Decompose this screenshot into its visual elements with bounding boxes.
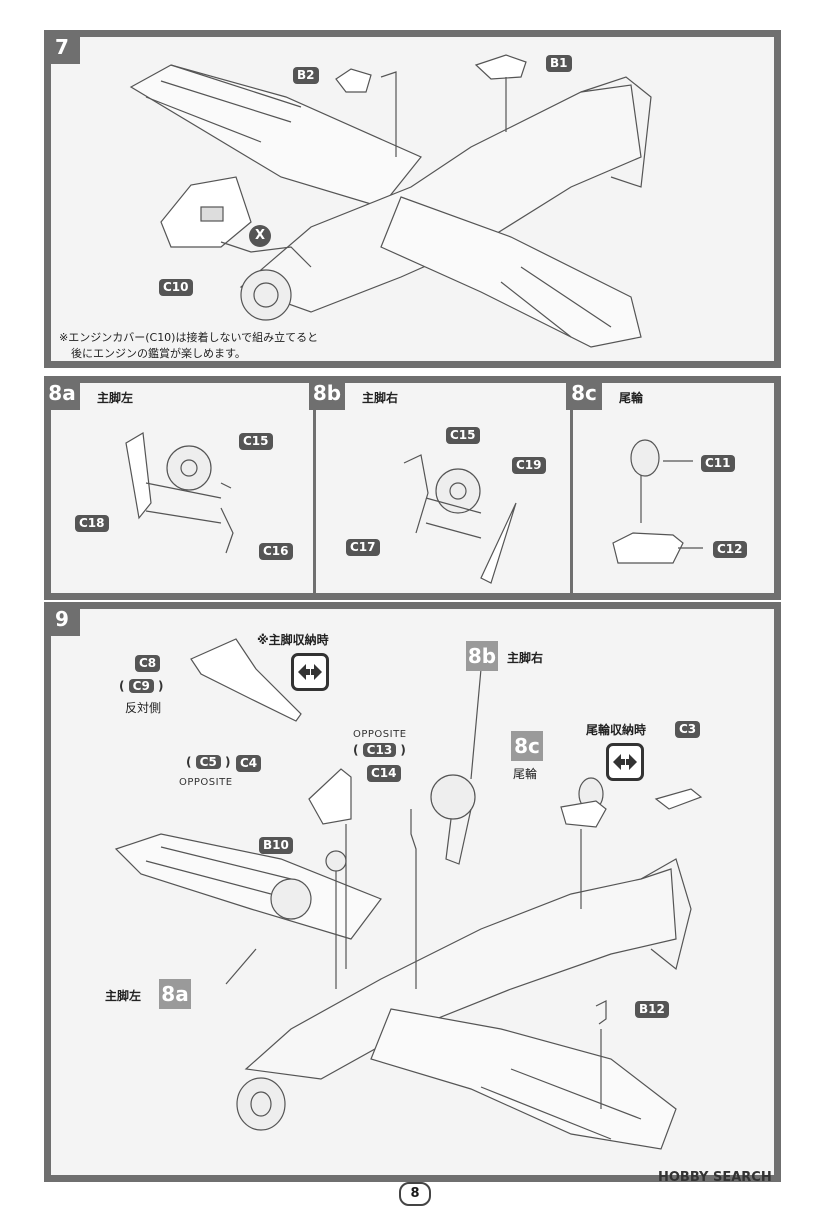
- step-9-panel: 9: [44, 602, 781, 1182]
- part-c9: C9: [128, 679, 154, 693]
- ref-step-8c-tag: 8c: [511, 731, 543, 761]
- step-number: 8c: [566, 376, 602, 410]
- step-7-panel: 7 B2 B1 C10 X: [44, 30, 781, 368]
- engine-cover-note-2: 後にエンジンの鑑賞が楽しめます。: [71, 347, 246, 360]
- part-c3: C3: [675, 721, 701, 738]
- part-c15: C15: [239, 433, 273, 450]
- step-8b-panel: 8b 主脚右 C15 C19 C17: [309, 376, 573, 600]
- part-b1: B1: [546, 55, 572, 72]
- part-c12: C12: [713, 541, 747, 558]
- page-number: 8: [399, 1182, 431, 1206]
- step-title: 主脚左: [97, 391, 134, 405]
- step-number: 7: [44, 30, 80, 64]
- step-number: 9: [44, 602, 80, 636]
- part-c8: C8: [135, 655, 161, 672]
- watermark: HOBBY SEARCH: [658, 1170, 772, 1185]
- part-b10: B10: [259, 837, 293, 854]
- airplane-top-drawing: [129, 54, 652, 348]
- alternate-arrows-icon: [606, 743, 644, 781]
- ref-step-8b-label: 主脚右: [507, 651, 544, 665]
- airplane-underside-drawing: [114, 638, 703, 1150]
- left-main-gear-drawing: [125, 432, 234, 554]
- ref-step-8c-label: 尾輪: [513, 767, 538, 781]
- engine-cover-note-1: ※エンジンカバー(C10)は接着しないで組み立てると: [59, 331, 319, 344]
- retracted-gear-note: ※主脚収納時: [257, 633, 329, 647]
- part-c16: C16: [259, 543, 293, 560]
- glue-drop-icon: X: [249, 225, 271, 247]
- part-b12: B12: [635, 1001, 669, 1018]
- ref-step-8b-tag: 8b: [466, 641, 498, 671]
- ref-step-8a-label: 主脚左: [105, 989, 142, 1003]
- part-c11: C11: [701, 455, 735, 472]
- part-c9-opposite: ( C9 ): [119, 679, 164, 693]
- part-c10: C10: [159, 279, 193, 296]
- step-number: 8b: [309, 376, 345, 410]
- step-title: 主脚右: [362, 391, 399, 405]
- part-c5: C5: [195, 755, 221, 769]
- tail-wheel-drawing: [612, 439, 703, 564]
- part-c5-opposite: ( C5 ): [186, 755, 231, 769]
- opposite-side-label: 反対側: [125, 701, 162, 715]
- opposite-label-c13: OPPOSITE: [353, 729, 407, 740]
- step-title: 尾輪: [619, 391, 644, 405]
- step-8a-panel: 8a 主脚左 C15 C18 C16: [44, 376, 316, 600]
- part-c15: C15: [446, 427, 480, 444]
- part-c13: C13: [362, 743, 397, 757]
- alternate-arrows-icon: [291, 653, 329, 691]
- part-b2: B2: [293, 67, 319, 84]
- opposite-label-c5: OPPOSITE: [179, 777, 233, 788]
- part-c19: C19: [512, 457, 546, 474]
- right-main-gear-drawing: [403, 454, 517, 584]
- ref-step-8a-tag: 8a: [159, 979, 191, 1009]
- part-c17: C17: [346, 539, 380, 556]
- part-c18: C18: [75, 515, 109, 532]
- step-number: 8a: [44, 376, 80, 410]
- part-c4: C4: [236, 755, 262, 772]
- tail-retracted-note: 尾輪収納時: [586, 723, 647, 737]
- part-c13-opposite: ( C13 ): [353, 743, 406, 757]
- part-c14: C14: [367, 765, 401, 782]
- step-8c-panel: 8c 尾輪 C11 C12: [566, 376, 781, 600]
